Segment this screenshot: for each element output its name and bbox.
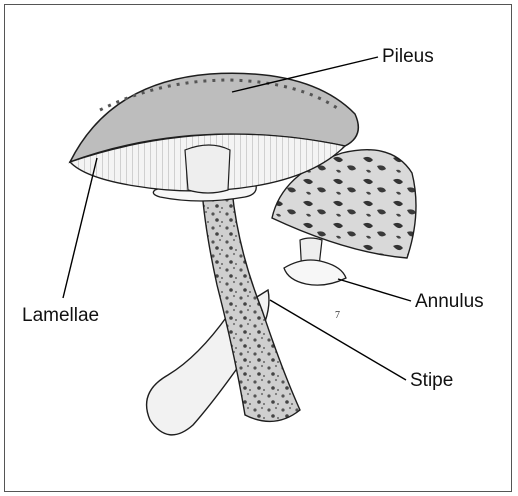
pileus-label: Pileus xyxy=(382,46,434,68)
lamellae-leader-line xyxy=(63,158,97,298)
lamellae-label: Lamellae xyxy=(22,305,99,327)
stipe-label: Stipe xyxy=(410,370,453,392)
annulus-leader-line xyxy=(338,279,411,301)
annulus-ring xyxy=(284,260,346,285)
plate-number: 7 xyxy=(335,310,340,321)
annulus-label: Annulus xyxy=(415,291,484,313)
